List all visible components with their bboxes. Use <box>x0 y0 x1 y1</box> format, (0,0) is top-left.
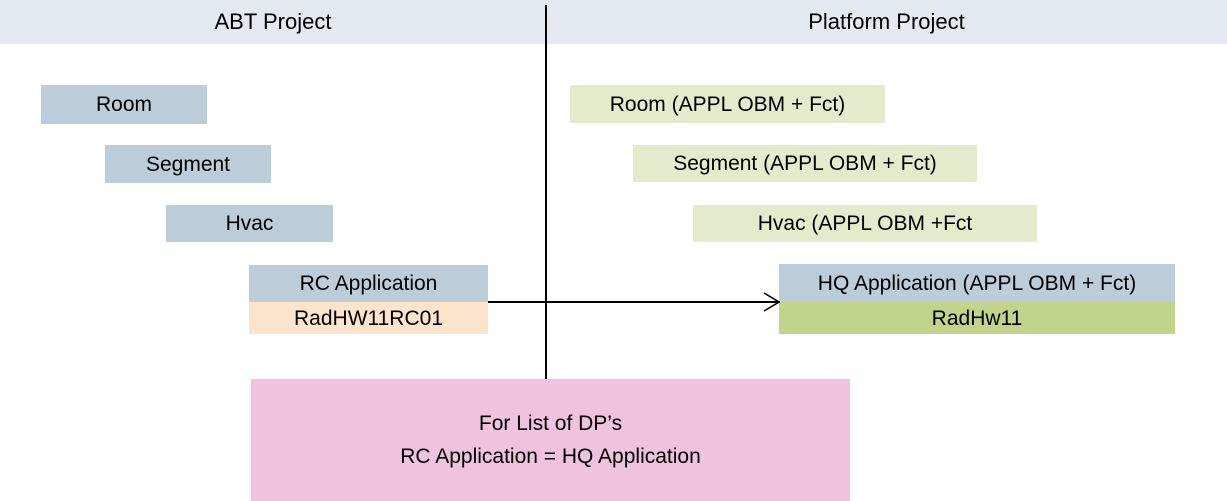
node-segment-abt[interactable]: Segment <box>105 145 271 183</box>
note-line-1: For List of DP’s <box>478 412 623 435</box>
node-room-abt[interactable]: Room <box>41 85 207 124</box>
node-hq-application[interactable]: HQ Application (APPL OBM + Fct) <box>779 264 1175 302</box>
column-header-platform-project: Platform Project <box>808 9 965 34</box>
note-box: For List of DP’s RC Application = HQ App… <box>251 379 850 501</box>
mapping-arrow-line <box>488 301 780 303</box>
header-band <box>0 0 1227 44</box>
node-room-platform[interactable]: Room (APPL OBM + Fct) <box>570 85 885 123</box>
node-hvac-abt[interactable]: Hvac <box>166 205 333 242</box>
node-hq-application-instance[interactable]: RadHw11 <box>779 302 1175 334</box>
node-rc-application[interactable]: RC Application <box>249 265 488 302</box>
column-divider <box>545 5 547 380</box>
node-hvac-platform[interactable]: Hvac (APPL OBM +Fct <box>693 205 1037 242</box>
node-segment-platform[interactable]: Segment (APPL OBM + Fct) <box>633 145 977 182</box>
arrow-head-icon <box>763 292 780 312</box>
node-rc-application-instance[interactable]: RadHW11RC01 <box>249 302 488 334</box>
note-line-2: RC Application = HQ Application <box>400 445 701 468</box>
column-header-abt-project: ABT Project <box>214 9 332 34</box>
